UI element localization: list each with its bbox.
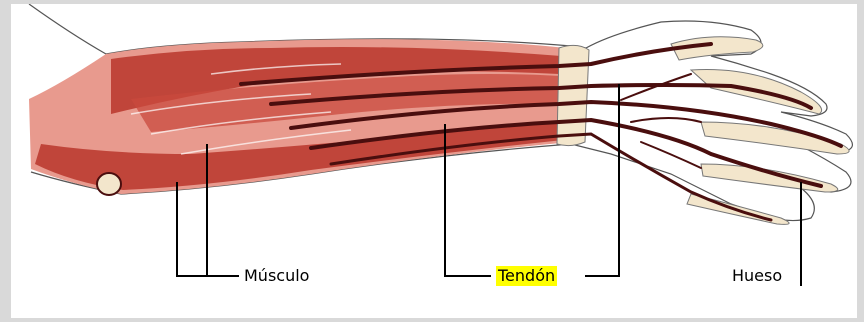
label-muscle: Músculo	[244, 266, 309, 286]
forearm-diagram: Músculo Tendón Hueso	[11, 4, 857, 318]
label-tendon: Tendón	[496, 266, 557, 286]
elbow-bone	[97, 173, 121, 195]
label-bone: Hueso	[732, 266, 782, 286]
forearm-illustration	[11, 4, 857, 318]
wrist-band	[557, 45, 589, 145]
